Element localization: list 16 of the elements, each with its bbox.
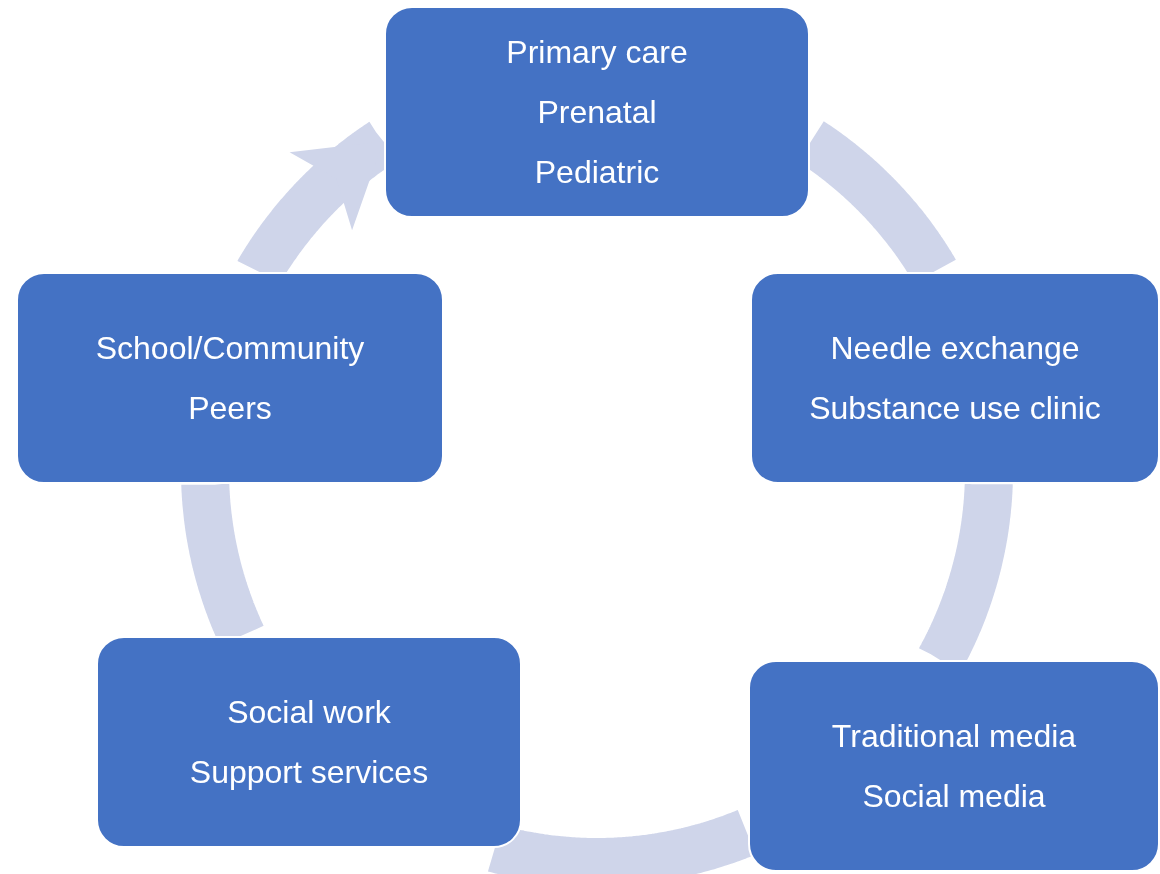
box-text: School/Community	[95, 329, 365, 367]
box-text: Prenatal	[537, 93, 657, 131]
box-text: Traditional media	[831, 717, 1077, 755]
box-text: Primary care	[506, 33, 688, 71]
rounded-box	[748, 660, 1160, 872]
rounded-box	[750, 272, 1160, 484]
box-text: Needle exchange	[830, 329, 1080, 367]
box-text: Social media	[862, 777, 1046, 815]
box-text: Substance use clinic	[809, 389, 1101, 427]
box-text: Pediatric	[534, 153, 660, 191]
rounded-box	[16, 272, 444, 484]
box-text: Social work	[227, 693, 391, 731]
box-text: Support services	[189, 753, 429, 791]
box-text: Peers	[188, 389, 272, 427]
rounded-box	[384, 6, 810, 218]
rounded-box	[96, 636, 522, 848]
